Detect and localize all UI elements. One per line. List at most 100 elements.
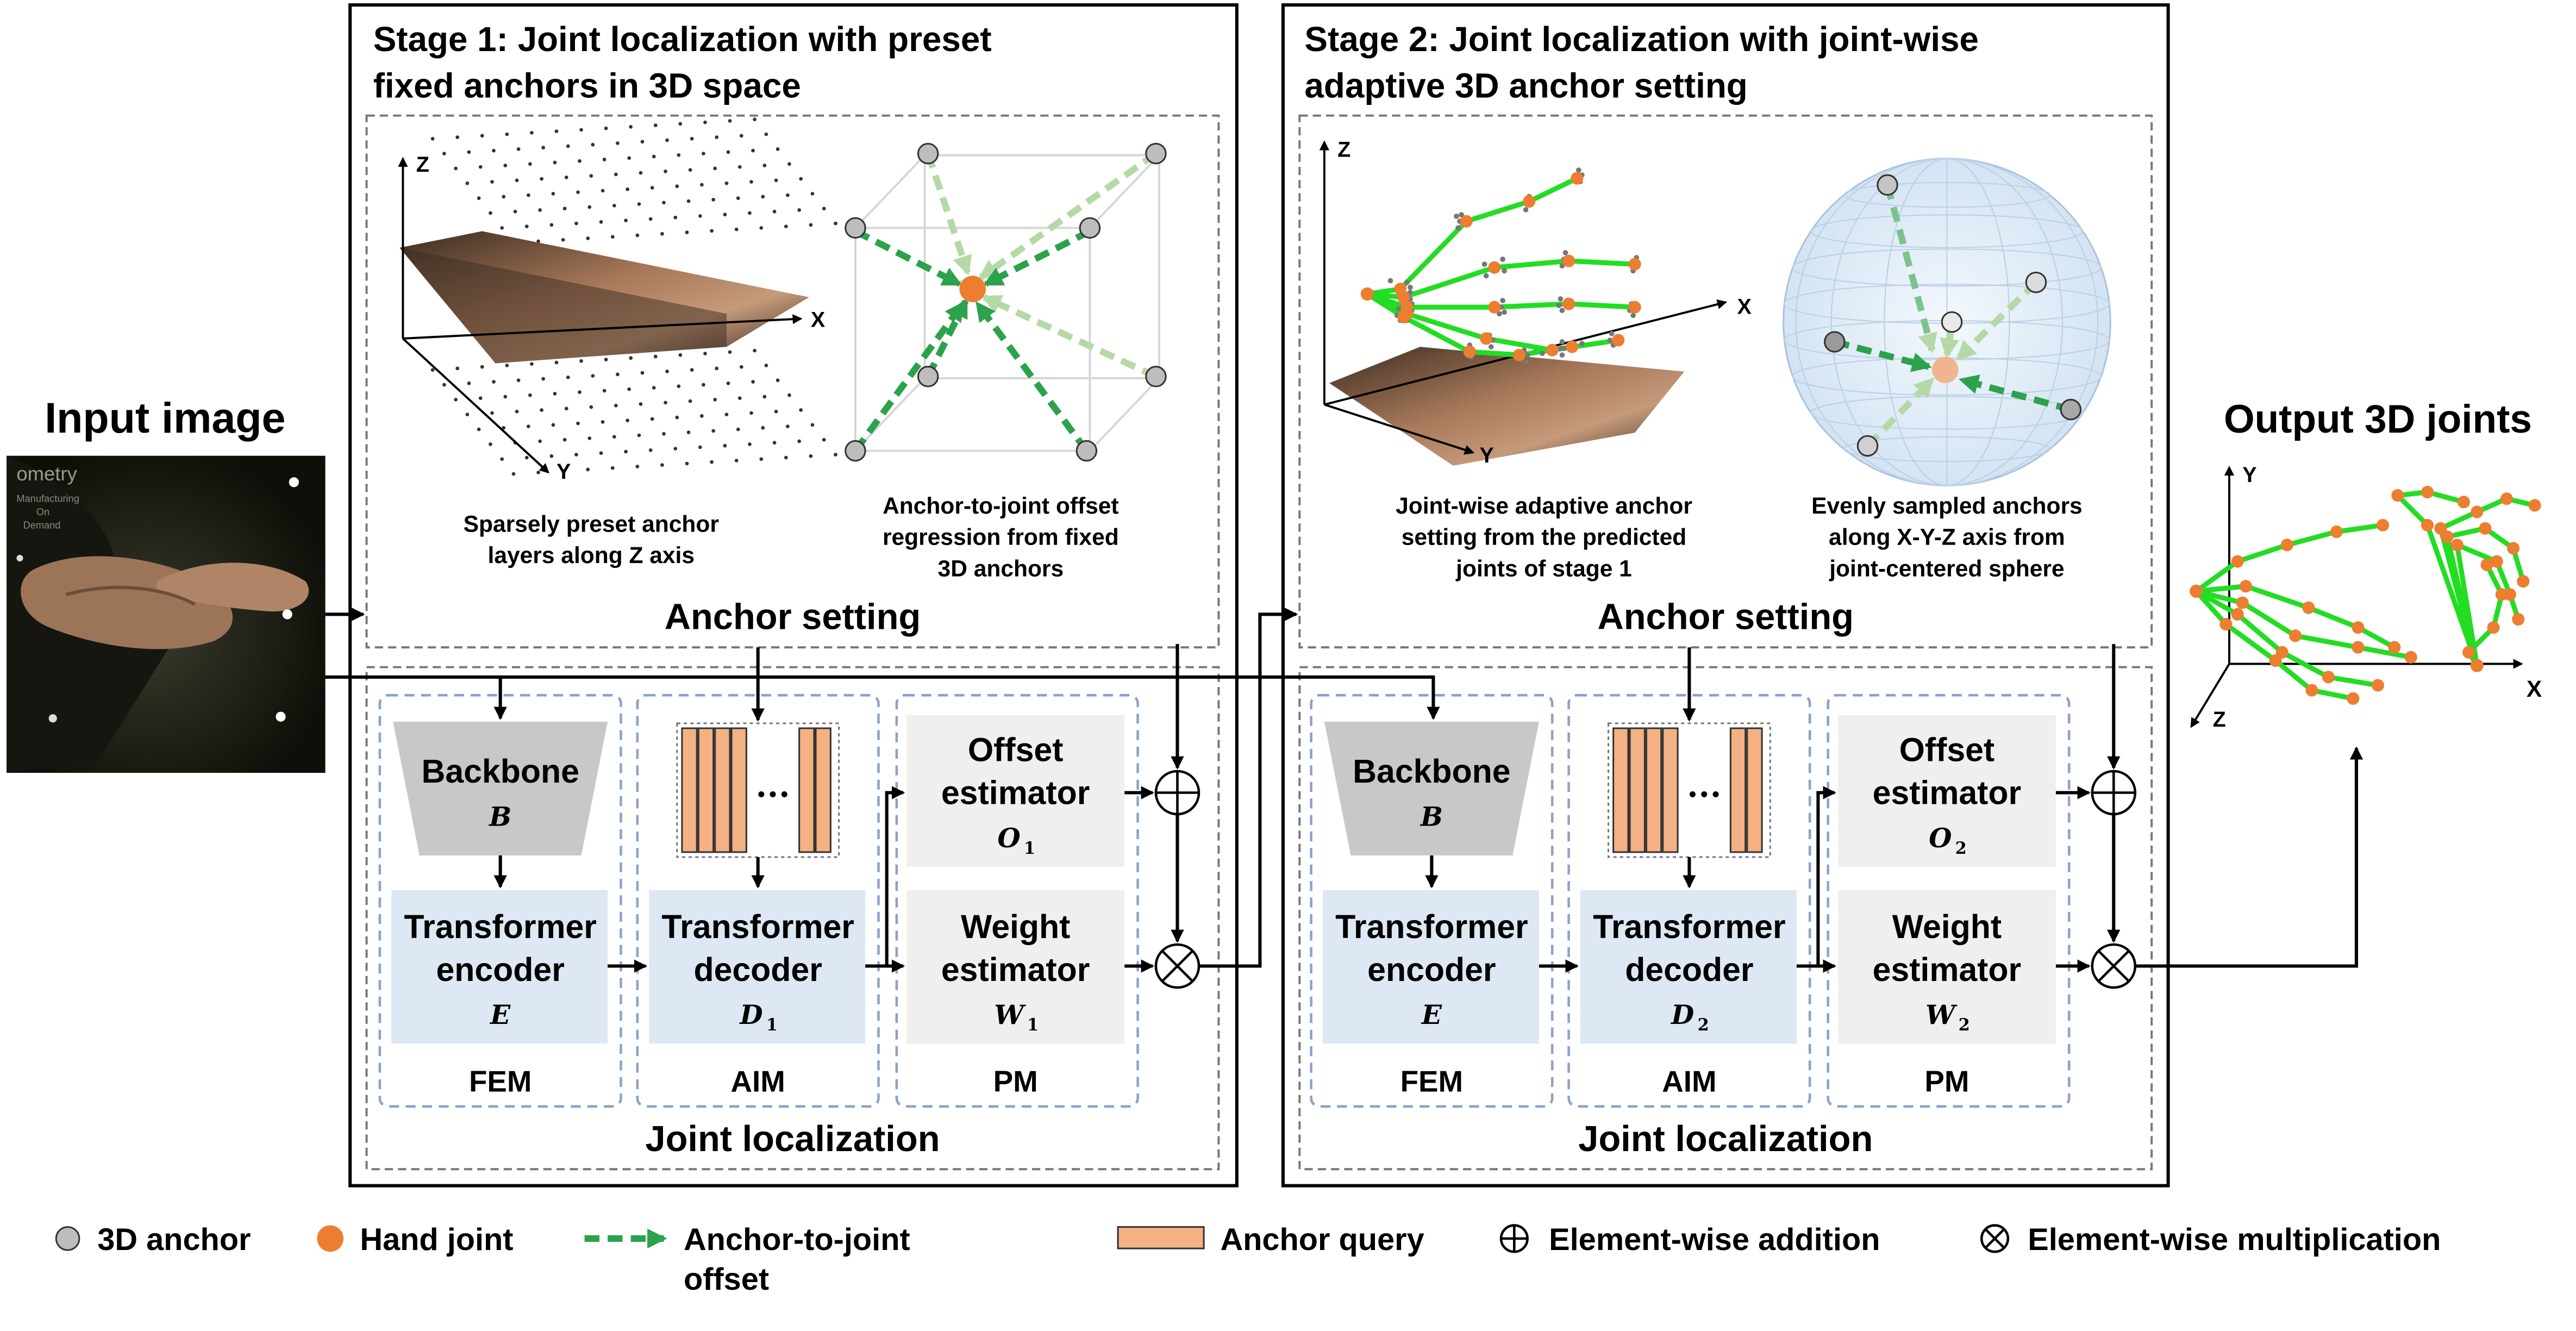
legend: 3D anchor Hand joint Anchor-to-joint off… — [55, 1222, 2441, 1297]
svg-text:Offset: Offset — [968, 732, 1064, 768]
shirt-text: On — [36, 506, 49, 517]
stage1-anchor-setting-label: Anchor setting — [665, 597, 921, 638]
svg-text:E: E — [1421, 999, 1442, 1030]
svg-text:Element-wise multiplication: Element-wise multiplication — [2028, 1222, 2441, 1257]
stage1-mul-op — [1154, 943, 1201, 989]
svg-text:Offset: Offset — [1899, 732, 1995, 768]
stage1-cube-illustration: Anchor-to-joint offset regression from f… — [845, 142, 1167, 582]
stage1-caption-left-line2: layers along Z axis — [488, 542, 695, 568]
stage2-add-op — [2091, 770, 2137, 816]
svg-text:Transformer: Transformer — [661, 908, 854, 945]
flow-arrows — [325, 608, 2364, 973]
legend-item-add: Element-wise addition — [1499, 1222, 1880, 1257]
svg-text:Anchor-to-joint: Anchor-to-joint — [684, 1222, 910, 1257]
svg-text:decoder: decoder — [1625, 951, 1753, 988]
z-axis-label: Z — [416, 153, 429, 177]
stage2-fem-label: FEM — [1400, 1064, 1463, 1098]
x-axis-label: X — [811, 308, 825, 332]
svg-text:Backbone: Backbone — [421, 753, 579, 790]
svg-text:D: D — [1670, 999, 1694, 1030]
stage2-mul-op — [2091, 943, 2137, 989]
stage1-offset-estimator: Offset estimator O 1 — [906, 715, 1125, 867]
stage2-joint-localization-box — [1298, 666, 2153, 1171]
stage1-joint-localization-box — [365, 666, 1220, 1171]
svg-text:estimator: estimator — [941, 951, 1090, 988]
stage2-anchor-setting-label: Anchor setting — [1597, 597, 1854, 638]
svg-text:encoder: encoder — [436, 951, 564, 988]
svg-text:Weight: Weight — [1892, 908, 2002, 945]
stage2-title-line2: adaptive 3D anchor setting — [1304, 66, 1747, 105]
stage1-transformer-decoder: Transformer decoder D 1 — [649, 890, 866, 1044]
stage2-caption-left-line2: setting from the predicted — [1402, 524, 1686, 551]
svg-text:W: W — [1925, 999, 1958, 1030]
stage1-panel: Stage 1: Joint localization with preset … — [348, 3, 1239, 1188]
stage2-sphere-illustration: Evenly sampled anchors along X-Y-Z axis … — [1783, 158, 2111, 582]
y-axis — [1324, 403, 1475, 455]
stage1-fem-label: FEM — [469, 1064, 532, 1098]
stage2-caption-left-line3: joints of stage 1 — [1455, 555, 1632, 582]
z-axis-label: Z — [2213, 708, 2226, 732]
stage2-fem-box — [1310, 693, 1554, 1108]
svg-text:1: 1 — [1024, 839, 1035, 858]
svg-text:E: E — [489, 999, 511, 1030]
stage1-aim-label: AIM — [731, 1064, 785, 1098]
svg-text:2: 2 — [1955, 839, 1967, 858]
svg-text:1: 1 — [766, 1015, 778, 1035]
output-title: Output 3D joints — [2224, 397, 2532, 441]
stage2-adaptive-anchor-illustration: Z X Y Joint-wise adaptive anchor setting… — [1319, 138, 1752, 582]
stage2-weight-estimator: Weight estimator W 2 — [1837, 890, 2056, 1044]
legend-item-mul: Element-wise multiplication — [1980, 1222, 2441, 1257]
svg-text:D: D — [739, 999, 762, 1030]
svg-text:Transformer: Transformer — [404, 908, 597, 945]
input-image: ometry Manufacturing On Demand — [7, 455, 326, 773]
svg-text:B: B — [1420, 801, 1443, 832]
svg-text:estimator: estimator — [941, 774, 1090, 811]
stage2-aim-box — [1567, 693, 1811, 1108]
stage2-anchor-queries — [1607, 722, 1771, 858]
svg-text:encoder: encoder — [1367, 951, 1496, 988]
stage2-caption-right-line2: along X-Y-Z axis from — [1829, 524, 2065, 551]
svg-text:estimator: estimator — [1873, 774, 2022, 811]
y-axis-label: Y — [2242, 463, 2256, 487]
input-section: Input image ometry Manufacturing On Dema… — [7, 393, 326, 773]
legend-item-query: Anchor query — [1117, 1222, 1424, 1257]
stage1-caption-right-line3: 3D anchors — [938, 555, 1064, 582]
stage1-transformer-encoder: Transformer encoder E — [391, 890, 608, 1044]
svg-text:2: 2 — [1959, 1015, 1970, 1035]
stage2-transformer-decoder: Transformer decoder D 2 — [1580, 890, 1797, 1044]
stage1-joint-localization-label: Joint localization — [645, 1118, 940, 1159]
stage1-pm-label: PM — [993, 1064, 1038, 1098]
stage1-anchor-setting-box — [365, 114, 1220, 649]
stage1-anchor-queries — [676, 722, 840, 858]
x-axis-label: X — [1737, 295, 1752, 318]
svg-text:2: 2 — [1698, 1015, 1709, 1035]
stage2-panel: Stage 2: Joint localization with joint-w… — [1281, 3, 2170, 1188]
svg-text:W: W — [994, 999, 1026, 1030]
svg-text:Anchor query: Anchor query — [1220, 1222, 1424, 1257]
svg-text:Weight: Weight — [961, 908, 1070, 945]
stage1-title: Stage 1: Joint localization with preset — [373, 20, 992, 59]
x-axis-label: X — [2527, 676, 2542, 702]
stage1-add-op — [1154, 770, 1201, 816]
stage1-caption-right-line2: regression from fixed — [883, 524, 1119, 551]
stage1-caption-right: Anchor-to-joint offset — [883, 493, 1119, 519]
shirt-text: Manufacturing — [16, 493, 79, 504]
svg-text:1: 1 — [1027, 1015, 1039, 1035]
x-axis — [403, 314, 803, 340]
stage2-aim-label: AIM — [1662, 1064, 1716, 1098]
stage1-pm-box — [895, 693, 1139, 1108]
stage1-fem-box — [378, 693, 622, 1108]
z-axis-label: Z — [1337, 138, 1350, 162]
svg-text:O: O — [1929, 823, 1952, 854]
legend-item-joint: Hand joint — [317, 1222, 514, 1257]
legend-item-offset: Anchor-to-joint offset — [584, 1222, 910, 1297]
svg-text:O: O — [997, 823, 1020, 854]
stage1-title-line2: fixed anchors in 3D space — [373, 66, 801, 105]
svg-text:Element-wise addition: Element-wise addition — [1549, 1222, 1880, 1257]
stage2-transformer-encoder: Transformer encoder E — [1322, 890, 1539, 1044]
svg-text:3D anchor: 3D anchor — [97, 1222, 251, 1257]
input-title: Input image — [45, 393, 285, 442]
stage2-anchor-setting-box — [1298, 114, 2153, 649]
stage1-aim-box — [636, 693, 880, 1108]
